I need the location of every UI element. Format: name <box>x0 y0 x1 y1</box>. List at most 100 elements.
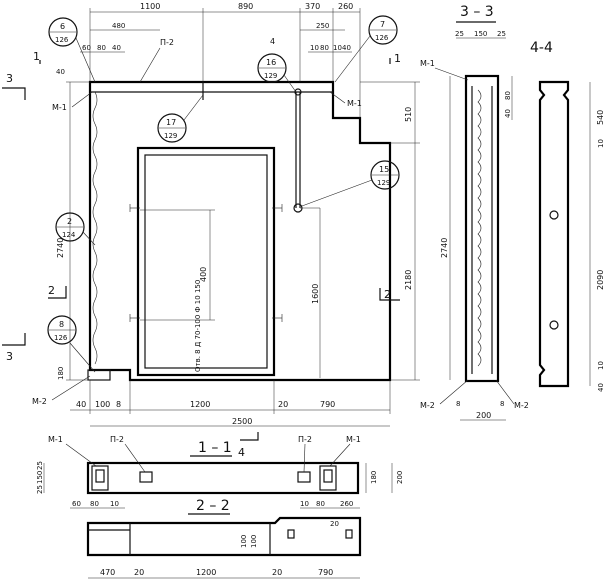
callout-2: 2 124 <box>55 212 96 246</box>
s33-m2-left: М-2 <box>420 401 435 410</box>
section-2-2: 2 – 2 20 100 100 470 20 1200 20 790 <box>86 498 362 579</box>
s11-m1-right: М-1 <box>346 435 361 444</box>
callout-15-bottom: 129 <box>377 179 390 187</box>
s11-br2: 260 <box>340 500 353 508</box>
s11-p2-left: П-2 <box>110 435 124 444</box>
dim-inner-1600: 1600 <box>311 284 320 304</box>
s11-bl2: 10 <box>110 500 119 508</box>
s11-bl1: 80 <box>90 500 99 508</box>
s22-b0: 470 <box>100 568 115 577</box>
marker-m2: М-2 <box>32 397 47 406</box>
s11-m1-left: М-1 <box>48 435 63 444</box>
dim-sub-left-2: 80 <box>97 44 106 52</box>
s11-l1: 150 <box>36 471 44 484</box>
dim-sub-left-1: 60 <box>82 44 91 52</box>
section44-title: 4-4 <box>530 40 553 56</box>
dim-top-4: 260 <box>338 2 353 11</box>
callout-2-bottom: 124 <box>62 231 76 239</box>
dim-left-bottom: 180 <box>57 367 65 380</box>
section33-outline <box>464 74 500 383</box>
s22-d0: 20 <box>330 520 339 528</box>
dim-bottom-total: 2500 <box>232 417 252 426</box>
dim-sub-right-1: 10 <box>310 44 319 52</box>
marker-m1-right: М-1 <box>347 99 362 108</box>
left-edge-wave <box>92 91 98 365</box>
s22-b3: 20 <box>272 568 282 577</box>
callout-6-bottom: 126 <box>55 36 69 44</box>
s22-b4: 790 <box>318 568 333 577</box>
s22-d2: 100 <box>250 535 258 548</box>
dim-left-top: 40 <box>56 68 65 76</box>
s11-br1: 80 <box>316 500 325 508</box>
window-inner-frame <box>144 154 268 369</box>
dim-inner-400: 400 <box>199 267 208 282</box>
callout-2-top: 2 <box>67 217 72 226</box>
s11-l0: 25 <box>36 461 44 470</box>
callout-7: 7 126 <box>334 15 398 83</box>
cut-1-right: 1 <box>394 52 401 65</box>
s33-width: 200 <box>476 411 491 420</box>
section11-title: 1 – 1 <box>198 440 232 456</box>
dim-bottom-0: 40 <box>76 400 86 409</box>
elevation-markers: М-1 М-1 М-2 П-2 <box>32 38 362 406</box>
section44-hole-2 <box>549 320 559 330</box>
s33-top-0: 25 <box>455 30 464 38</box>
pipe-top <box>294 88 302 96</box>
section-4-4: 4-4 540 10 2090 10 40 <box>530 40 605 392</box>
dim-sub-left-0: 480 <box>112 22 125 30</box>
s11-r0: 180 <box>370 471 378 484</box>
dim-right-bottom: 2180 <box>404 270 413 290</box>
callout-16-bottom: 129 <box>264 72 277 80</box>
s11-bl0: 60 <box>72 500 81 508</box>
section-1-1: 1 – 1 4 М-1 П-2 П-2 М-1 25 150 25 180 20… <box>36 432 404 509</box>
dim-sub-right-2: 80 <box>320 44 329 52</box>
cut-1-left: 1 <box>33 50 40 63</box>
section22-title: 2 – 2 <box>196 498 230 514</box>
dim-top-3: 370 <box>305 2 320 11</box>
s44-d2: 2090 <box>596 270 605 290</box>
section11-outline <box>86 461 360 495</box>
s33-marker: М-1 <box>420 59 435 68</box>
elevation-side-dims: 2740 40 180 510 2180 400 1600 Отв. 8 Д 7… <box>56 68 420 381</box>
dim-bottom-5: 790 <box>320 400 335 409</box>
s22-d1: 100 <box>240 535 248 548</box>
window-note: Отв. 8 Д 70-100 Ф 10 150 <box>194 280 202 372</box>
dim-bottom-3: 1200 <box>190 400 210 409</box>
s11-l2: 25 <box>36 485 44 494</box>
callout-7-bottom: 126 <box>375 34 389 42</box>
s11-r1: 200 <box>396 471 404 484</box>
callout-15: 15 129 <box>301 160 400 207</box>
dim-bottom-4: 20 <box>278 400 288 409</box>
s22-b2: 1200 <box>196 568 216 577</box>
anchor-marks <box>129 204 283 322</box>
dim-left-height: 2740 <box>56 238 65 258</box>
dim-sub-right-3: 10 <box>333 44 342 52</box>
elevation-top-dims: 1100 890 370 260 480 60 80 40 250 10 80 … <box>80 2 361 118</box>
section-3-3: 3 – 3 25 150 25 М-1 2740 80 40 200 8 8 М… <box>420 4 529 421</box>
s11-br0: 10 <box>300 500 309 508</box>
s44-d3: 10 <box>597 361 605 370</box>
s33-right-1: 40 <box>504 109 512 118</box>
callout-17: 17 129 <box>157 94 204 143</box>
s33-bot-1: 8 <box>500 400 504 408</box>
s44-d0: 540 <box>596 110 605 125</box>
s44-d4: 40 <box>597 383 605 392</box>
s33-m2-right: М-2 <box>514 401 529 410</box>
panel-outline <box>88 80 392 382</box>
dim-bottom-2: 8 <box>116 400 121 409</box>
elevation-bottom-dims: 40 100 8 1200 20 790 2500 <box>70 380 391 427</box>
section44-outline <box>538 80 570 388</box>
callout-8: 8 126 <box>47 315 96 373</box>
section-cuts: 3 3 2 2 1 1 <box>2 50 401 363</box>
callout-17-top: 17 <box>166 118 176 127</box>
dim-right-top: 510 <box>404 107 413 122</box>
cut-3-top: 3 <box>6 72 13 85</box>
s11-p2-right: П-2 <box>298 435 312 444</box>
callout-4-label: 4 <box>270 37 275 46</box>
dim-bottom-1: 100 <box>95 400 110 409</box>
callout-6: 6 126 <box>48 17 96 83</box>
callout-8-top: 8 <box>59 320 64 329</box>
callout-17-bottom: 129 <box>164 132 177 140</box>
dim-top-1: 1100 <box>140 2 160 11</box>
